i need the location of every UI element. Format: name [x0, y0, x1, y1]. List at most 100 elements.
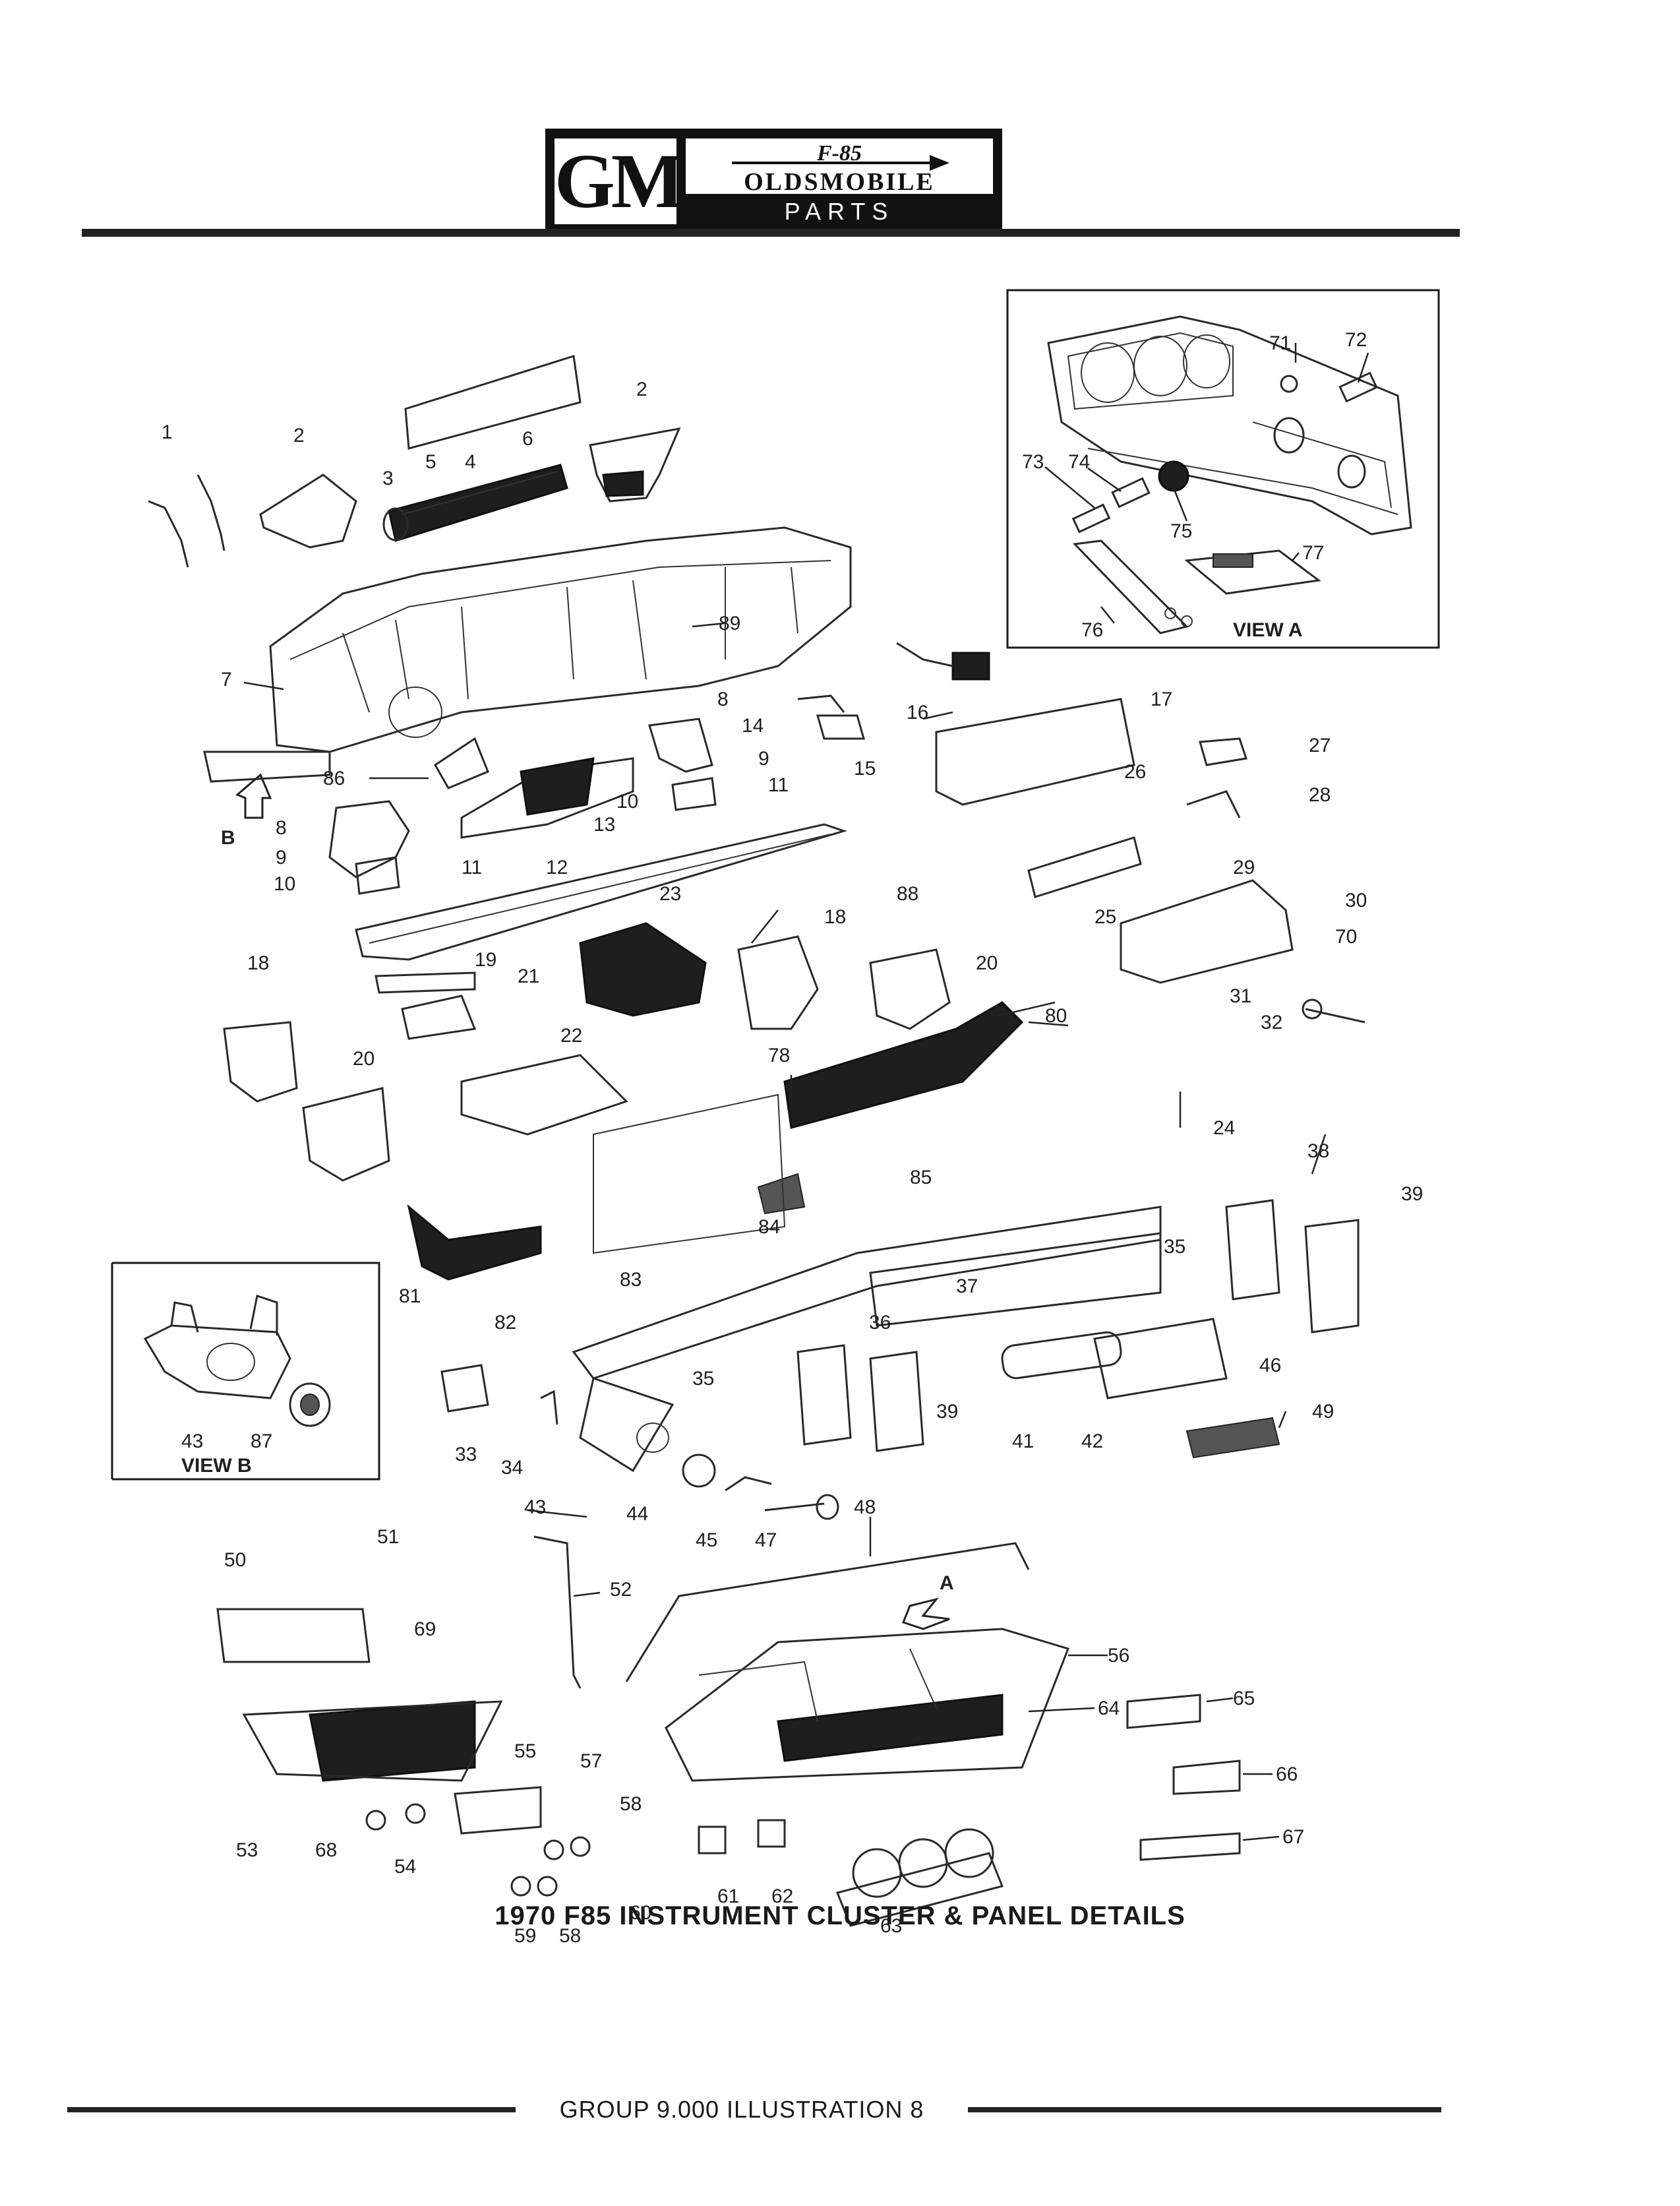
callout-52: 52	[610, 1579, 632, 1601]
callout-63: 63	[880, 1915, 902, 1937]
callout-71: 71	[1269, 332, 1291, 354]
callout-39b: 39	[936, 1401, 958, 1423]
gm-logo: GM	[555, 138, 684, 224]
callout-77: 77	[1302, 542, 1324, 564]
callout-48: 48	[854, 1496, 876, 1518]
callout-85: 85	[910, 1167, 932, 1188]
defroster-panel	[404, 355, 582, 450]
f85-arrow-icon	[732, 155, 949, 171]
callout-39: 39	[1401, 1183, 1423, 1205]
lower-trim-strip	[355, 694, 865, 961]
callout-29: 29	[1233, 857, 1255, 878]
callout-51: 51	[377, 1526, 399, 1548]
callout-8b: 8	[276, 817, 287, 839]
callout-7: 7	[221, 669, 232, 690]
view-b-arrow-icon	[235, 773, 272, 819]
callout-62: 62	[771, 1885, 793, 1907]
callout-87: 87	[251, 1430, 272, 1452]
callout-82: 82	[495, 1312, 516, 1333]
callout-43b: 43	[181, 1430, 203, 1452]
callout-47: 47	[755, 1529, 777, 1551]
callout-37: 37	[956, 1275, 978, 1297]
callout-58: 58	[620, 1793, 642, 1815]
callout-55: 55	[514, 1740, 536, 1762]
callout-45: 45	[696, 1529, 717, 1551]
callout-25: 25	[1095, 906, 1116, 928]
callout-26: 26	[1124, 761, 1146, 783]
callout-41: 41	[1012, 1430, 1034, 1452]
callout-81: 81	[399, 1285, 421, 1307]
arrow-b-label: B	[221, 827, 235, 849]
header-rule	[82, 229, 1460, 237]
brand-panel	[686, 138, 993, 194]
view-a-label: VIEW A	[1233, 619, 1303, 641]
callout-28: 28	[1309, 784, 1331, 806]
callout-10b: 10	[274, 873, 295, 895]
callout-31: 31	[1230, 985, 1251, 1007]
callout-20: 20	[976, 952, 998, 974]
callout-60: 60	[630, 1902, 651, 1924]
model-mark: F-85	[817, 141, 862, 166]
defroster-hose	[382, 464, 568, 542]
callout-67: 67	[1282, 1826, 1304, 1848]
callout-4: 4	[465, 451, 476, 473]
callout-34: 34	[501, 1457, 523, 1479]
callout-53: 53	[236, 1839, 258, 1861]
callout-88: 88	[897, 883, 918, 905]
air-outlets	[796, 1199, 1360, 1459]
callout-18b: 18	[247, 952, 269, 974]
callout-14: 14	[742, 715, 764, 737]
callout-13: 13	[593, 814, 615, 836]
instrument-bezel	[434, 737, 634, 839]
air-ducts-hoses	[407, 1001, 1024, 1281]
callout-78: 78	[768, 1045, 790, 1066]
callout-49: 49	[1312, 1401, 1334, 1423]
callout-11b: 11	[462, 857, 482, 878]
callout-46: 46	[1259, 1355, 1281, 1376]
callout-35: 35	[1164, 1236, 1185, 1258]
callout-17: 17	[1151, 689, 1172, 710]
dash-top-panel	[203, 526, 852, 783]
view-b-clip-parts	[440, 1364, 839, 1520]
callout-75: 75	[1170, 520, 1192, 542]
callout-89: 89	[719, 613, 740, 634]
callout-61: 61	[717, 1885, 739, 1907]
callout-56: 56	[1108, 1645, 1129, 1667]
callout-2: 2	[293, 425, 305, 446]
callout-33: 33	[455, 1444, 477, 1465]
callout-44: 44	[626, 1503, 648, 1525]
callout-15: 15	[854, 758, 876, 780]
callout-35b: 35	[692, 1368, 714, 1390]
callout-38: 38	[1307, 1140, 1329, 1162]
callout-27: 27	[1309, 735, 1331, 756]
callout-72: 72	[1345, 329, 1367, 351]
callout-57: 57	[580, 1750, 602, 1772]
callout-79: 79	[916, 1045, 938, 1066]
callout-66: 66	[1276, 1763, 1298, 1785]
callout-64: 64	[1098, 1698, 1120, 1719]
callout-9b: 9	[276, 847, 287, 869]
callout-86: 86	[323, 768, 345, 789]
cluster-carrier	[665, 1628, 1069, 1782]
callout-10: 10	[616, 791, 638, 812]
footer-group-illustration: GROUP 9.000 ILLUSTRATION 8	[559, 2096, 924, 2123]
callout-58b: 58	[559, 1925, 581, 1947]
callout-65: 65	[1233, 1688, 1255, 1709]
callout-leaders	[243, 343, 1369, 1841]
callout-12: 12	[546, 857, 568, 878]
callout-30: 30	[1345, 890, 1367, 911]
ac-control-head	[216, 1608, 591, 1897]
callout-16: 16	[907, 702, 928, 723]
callout-3: 3	[382, 468, 394, 489]
callout-36: 36	[869, 1312, 891, 1333]
retainer-clips	[148, 474, 225, 568]
callout-11: 11	[768, 774, 789, 796]
callout-23: 23	[659, 883, 681, 905]
cluster-lens-trim	[698, 1694, 1241, 1927]
view-b-label: VIEW B	[181, 1455, 252, 1477]
lower-dash-panel	[572, 1206, 1162, 1473]
callout-9: 9	[758, 748, 769, 770]
callout-5: 5	[425, 451, 436, 473]
callout-1: 1	[162, 421, 173, 443]
view-a-printed-circuit	[1072, 539, 1321, 634]
